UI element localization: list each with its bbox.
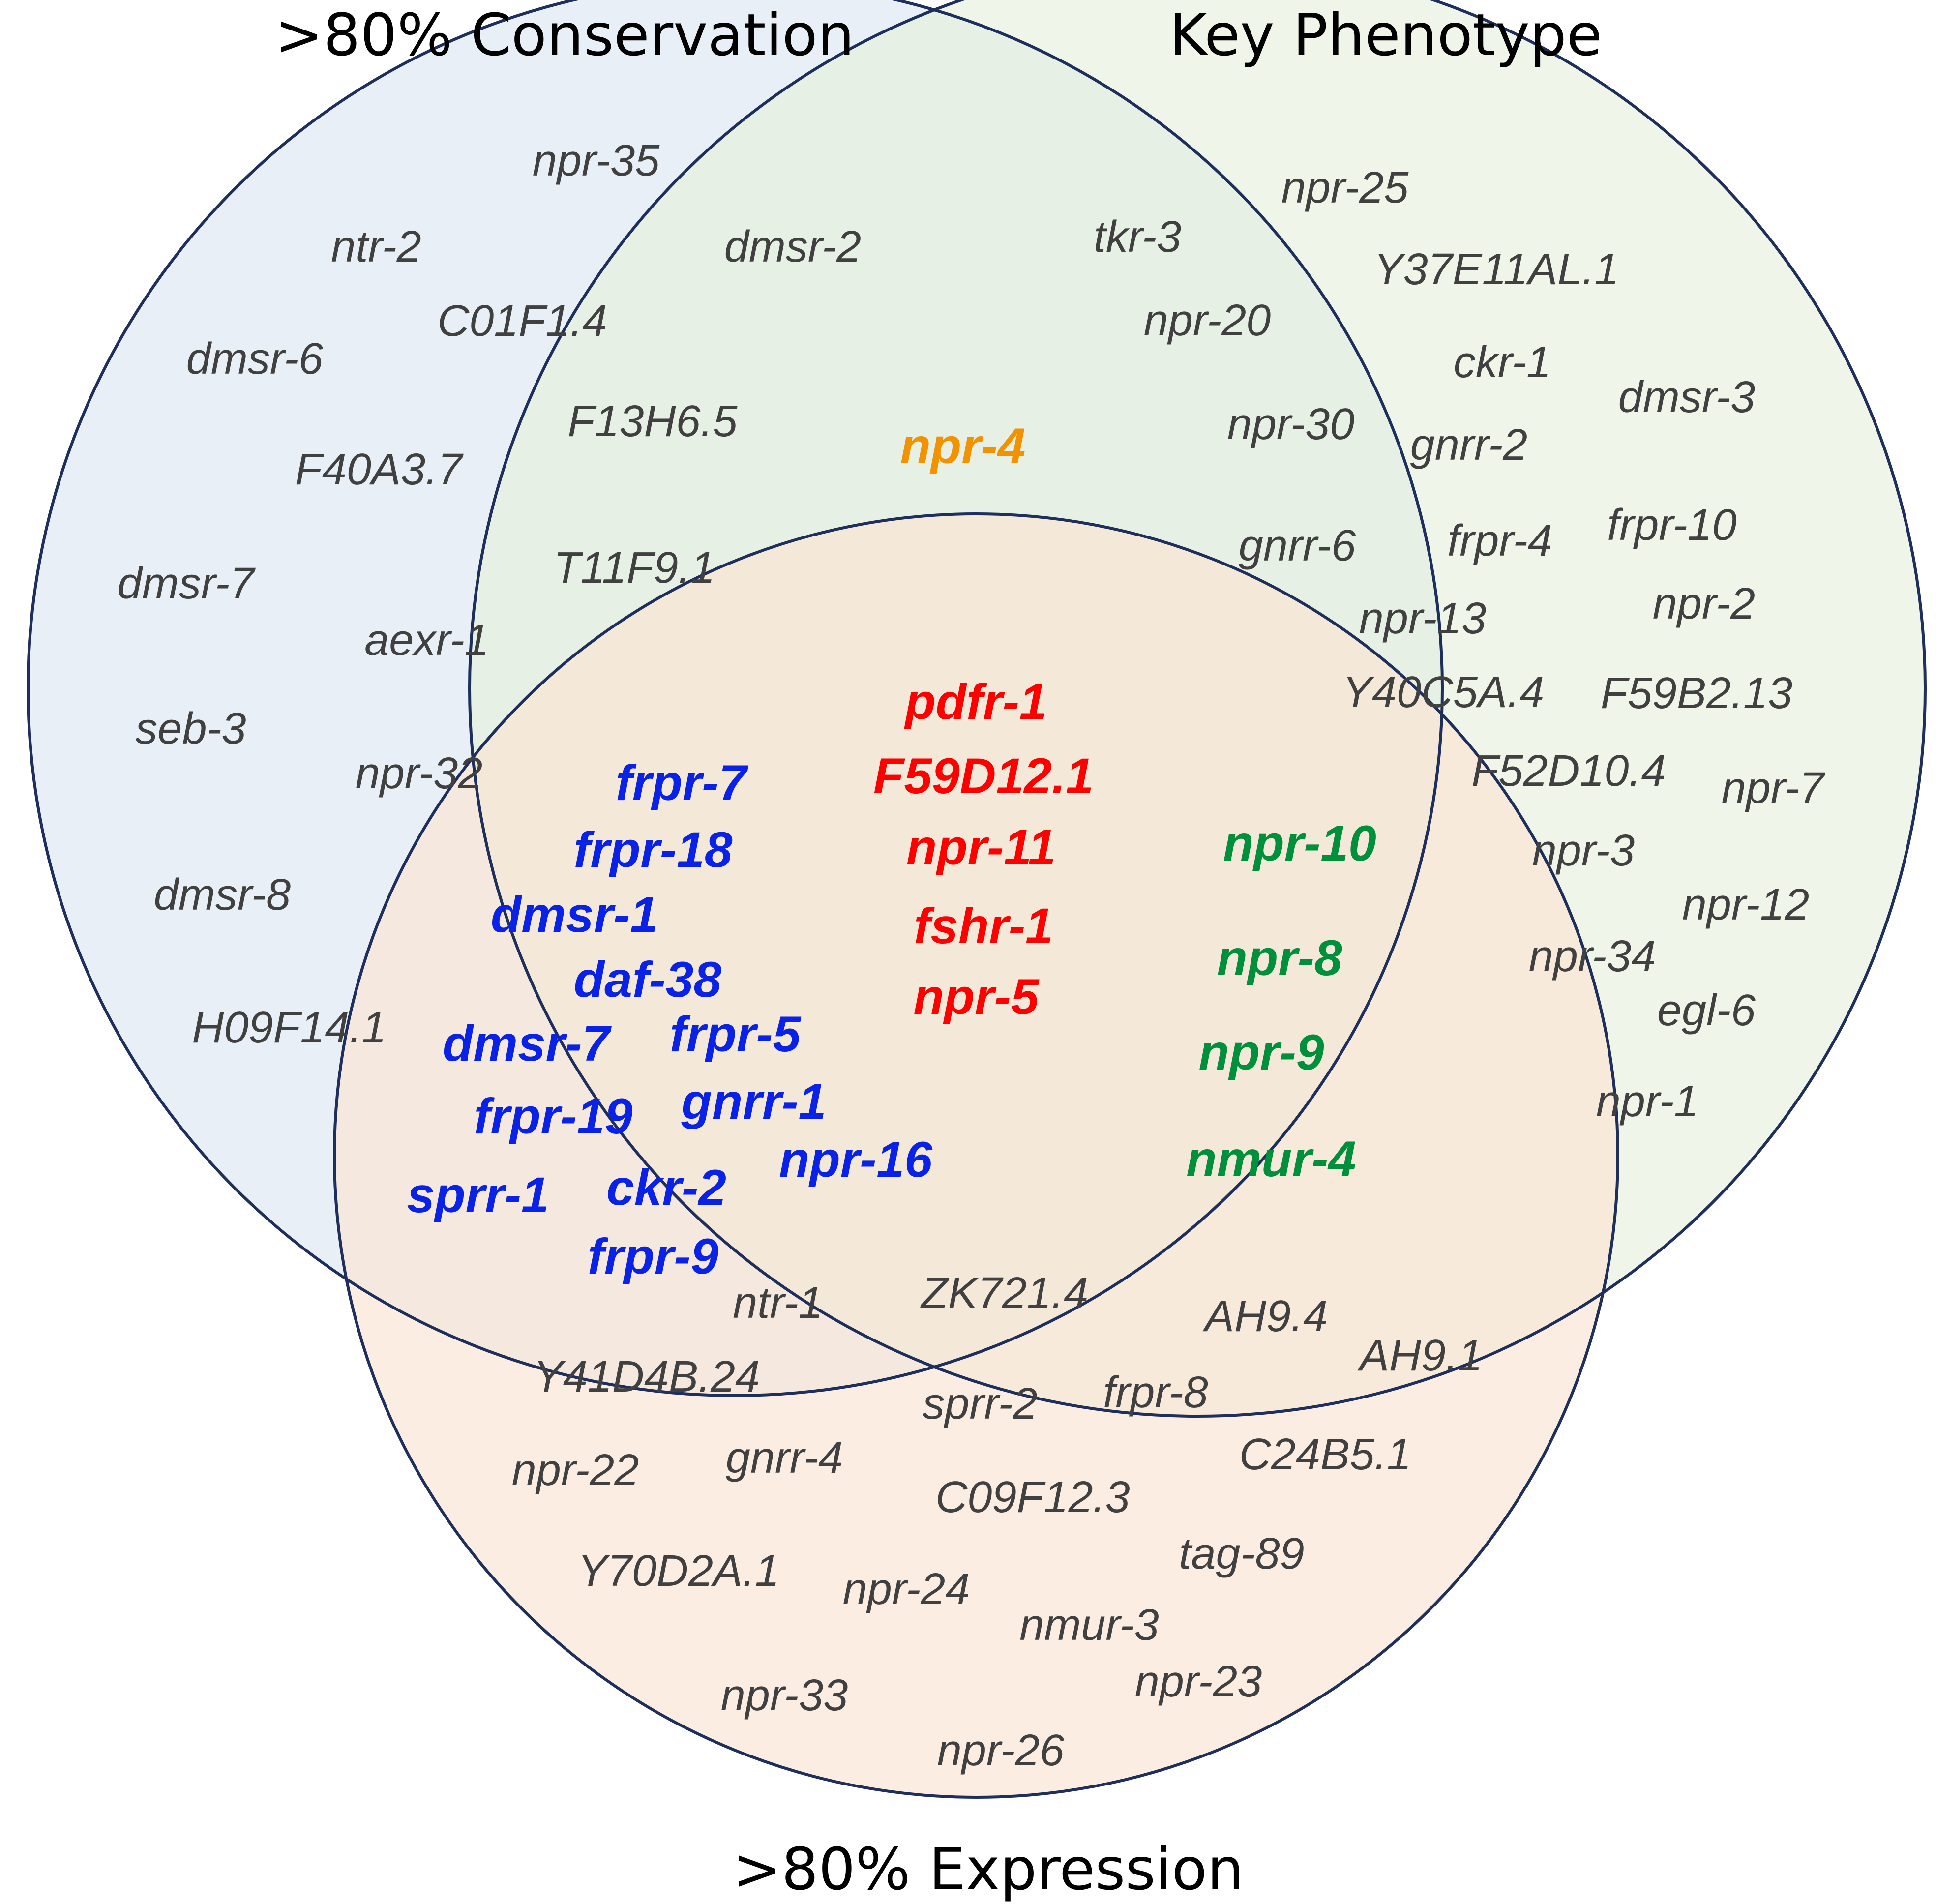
gene-label-conservation-only: dmsr-2 <box>724 222 861 271</box>
gene-label-conservation-expression: sprr-1 <box>407 1167 549 1223</box>
gene-label-conservation-only: ntr-2 <box>331 222 421 271</box>
phenotype-outline <box>468 0 1927 1418</box>
gene-label-phenotype-only: npr-7 <box>1722 764 1825 813</box>
gene-label-expression-only: npr-33 <box>721 1671 848 1720</box>
gene-label-conservation-expression: frpr-9 <box>588 1228 719 1284</box>
gene-label-phenotype-only: npr-12 <box>1682 880 1810 929</box>
gene-label-expression-only: npr-23 <box>1135 1657 1262 1706</box>
gene-label-phenotype-only: npr-30 <box>1227 400 1355 449</box>
gene-label-expression-only: ZK721.4 <box>920 1269 1088 1318</box>
gene-label-phenotype-only: npr-34 <box>1529 932 1656 981</box>
circle-outlines <box>27 0 1927 1799</box>
gene-label-conservation-only: F40A3.7 <box>295 445 464 494</box>
gene-label-phenotype-only: npr-1 <box>1596 1077 1698 1126</box>
conservation-title: >80% Conservation <box>275 1 855 69</box>
gene-label-phenotype-only: npr-3 <box>1532 826 1635 875</box>
circle-fills <box>28 0 1925 1797</box>
gene-label-all-three: pdfr-1 <box>904 674 1047 730</box>
gene-label-phenotype-expression: npr-8 <box>1217 930 1342 986</box>
gene-label-conservation-only: C01F1.4 <box>437 297 607 346</box>
gene-label-conservation-only: F13H6.5 <box>567 397 738 446</box>
gene-label-conservation-expression: frpr-19 <box>474 1088 632 1144</box>
gene-label-all-three: fshr-1 <box>914 898 1053 954</box>
gene-label-phenotype-only: F59B2.13 <box>1601 669 1792 718</box>
gene-label-conservation-only: dmsr-7 <box>118 559 256 608</box>
expression-circle <box>334 514 1618 1797</box>
gene-label-phenotype-only: npr-20 <box>1144 296 1271 345</box>
gene-label-phenotype-only: F52D10.4 <box>1471 746 1666 796</box>
gene-label-conservation-phenotype: npr-4 <box>900 418 1026 474</box>
gene-label-expression-only: Y70D2A.1 <box>578 1547 779 1596</box>
gene-label-all-three: npr-11 <box>906 819 1056 875</box>
gene-label-conservation-expression: ckr-2 <box>606 1160 726 1216</box>
gene-label-conservation-expression: gnrr-1 <box>681 1073 827 1130</box>
gene-label-expression-only: nmur-3 <box>1019 1601 1159 1650</box>
gene-label-conservation-only: T11F9.1 <box>554 543 715 593</box>
gene-label-phenotype-expression: nmur-4 <box>1186 1131 1356 1187</box>
gene-label-phenotype-expression: npr-9 <box>1199 1024 1324 1080</box>
gene-label-conservation-only: npr-32 <box>356 749 483 798</box>
gene-label-conservation-expression: dmsr-1 <box>491 887 658 943</box>
gene-label-expression-only: AH9.4 <box>1202 1292 1328 1341</box>
gene-label-phenotype-only: ckr-1 <box>1454 338 1551 387</box>
phenotype-title: Key Phenotype <box>1169 1 1603 69</box>
gene-label-expression-only: npr-26 <box>937 1726 1065 1775</box>
gene-label-all-three: npr-5 <box>914 969 1040 1025</box>
gene-label-conservation-only: H09F14.1 <box>192 1003 386 1052</box>
gene-label-expression-only: ntr-1 <box>733 1279 823 1328</box>
gene-label-phenotype-only: gnrr-6 <box>1239 521 1356 570</box>
gene-label-phenotype-only: Y37E11AL.1 <box>1374 245 1619 294</box>
gene-label-expression-only: sprr-2 <box>923 1379 1037 1428</box>
gene-label-phenotype-only: Y40C5A.4 <box>1342 668 1544 717</box>
gene-label-phenotype-only: frpr-4 <box>1447 516 1552 565</box>
gene-label-expression-only: npr-22 <box>512 1446 639 1495</box>
gene-label-phenotype-only: tkr-3 <box>1094 212 1181 262</box>
gene-label-phenotype-only: npr-2 <box>1653 579 1755 628</box>
gene-label-conservation-expression: dmsr-7 <box>443 1015 612 1071</box>
gene-label-expression-only: gnrr-4 <box>726 1433 843 1483</box>
gene-label-phenotype-only: egl-6 <box>1657 986 1756 1035</box>
gene-label-phenotype-only: dmsr-3 <box>1618 373 1755 422</box>
gene-label-conservation-expression: frpr-5 <box>670 1006 802 1062</box>
gene-label-expression-only: tag-89 <box>1179 1529 1304 1578</box>
expression-title: >80% Expression <box>733 1835 1244 1903</box>
gene-label-conservation-expression: daf-38 <box>574 952 722 1008</box>
gene-label-conservation-expression: frpr-18 <box>573 822 732 878</box>
gene-label-expression-only: C09F12.3 <box>935 1473 1130 1522</box>
gene-label-expression-only: frpr-8 <box>1103 1368 1208 1417</box>
gene-label-phenotype-only: npr-25 <box>1281 163 1409 212</box>
gene-label-conservation-expression: npr-16 <box>779 1131 933 1188</box>
gene-label-phenotype-only: gnrr-2 <box>1410 420 1527 470</box>
gene-label-conservation-only: seb-3 <box>135 704 246 753</box>
gene-label-all-three: F59D12.1 <box>873 748 1094 804</box>
gene-label-expression-only: AH9.1 <box>1357 1331 1483 1380</box>
gene-label-conservation-expression: frpr-7 <box>616 755 749 811</box>
gene-label-conservation-only: aexr-1 <box>364 616 489 665</box>
gene-label-expression-only: Y41D4B.24 <box>534 1352 760 1401</box>
gene-label-expression-only: C24B5.1 <box>1239 1430 1411 1479</box>
gene-label-phenotype-only: frpr-10 <box>1607 501 1736 550</box>
expression-outline <box>333 512 1619 1799</box>
conservation-outline <box>27 0 1444 1397</box>
gene-label-conservation-only: npr-35 <box>533 136 660 185</box>
gene-label-phenotype-only: npr-13 <box>1359 594 1487 643</box>
gene-label-phenotype-expression: npr-10 <box>1223 815 1376 871</box>
gene-label-expression-only: npr-24 <box>843 1565 970 1614</box>
gene-label-conservation-only: dmsr-6 <box>186 334 324 384</box>
gene-label-conservation-only: dmsr-8 <box>154 870 291 920</box>
